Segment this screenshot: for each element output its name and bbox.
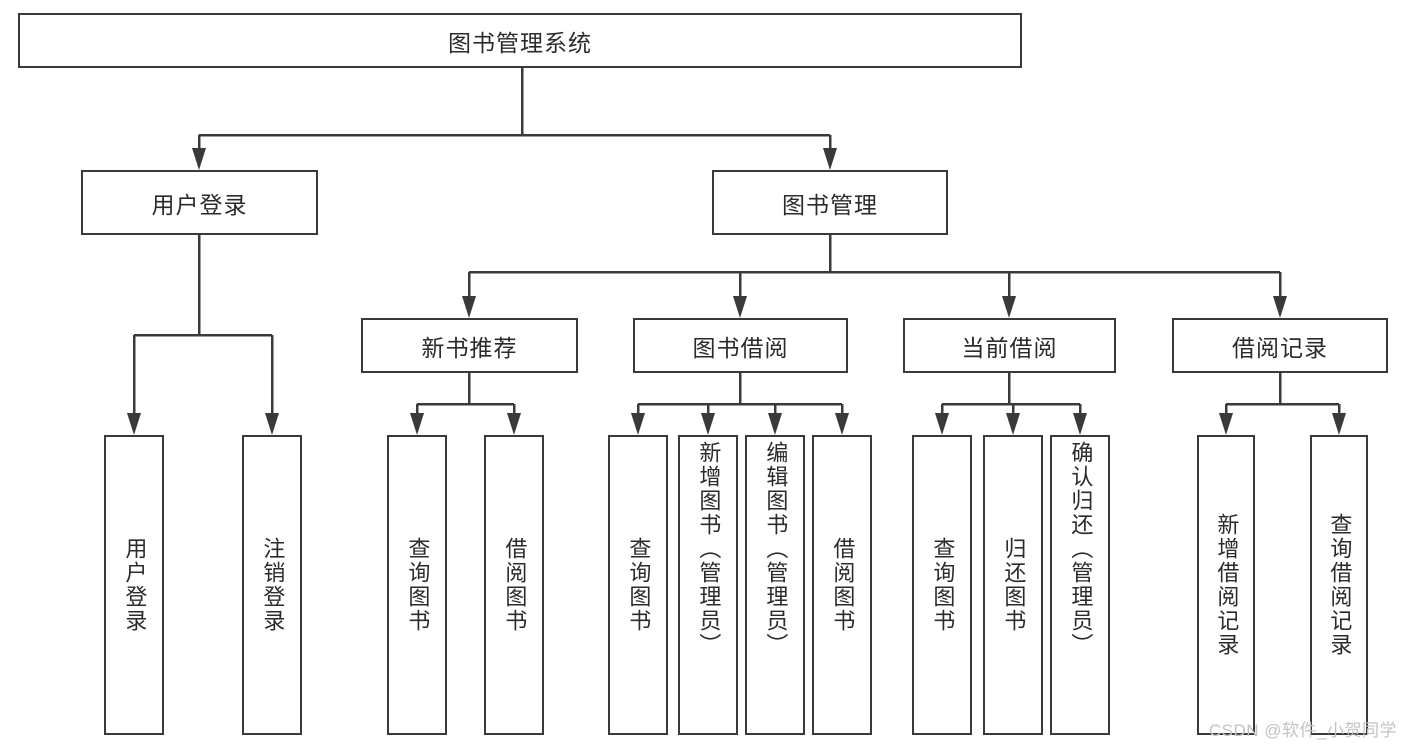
node-label: 图书管理系统 [448,29,592,56]
node-leaf-query-book-3[interactable]: 查询图书 [912,435,972,735]
node-leaf-query-book-2[interactable]: 查询图书 [608,435,668,735]
node-leaf-edit-book[interactable]: 编辑图书（管理员） [745,435,805,735]
connector-conn-bookmgmt [462,235,1287,318]
connector-conn-newbook [410,373,521,435]
node-label: 查询图书 [626,537,652,633]
node-label: 借阅图书 [502,537,528,633]
node-leaf-borrow-book-1[interactable]: 借阅图书 [484,435,544,735]
connector-conn-borrow [631,373,849,435]
node-leaf-add-book[interactable]: 新增图书（管理员） [678,435,738,735]
node-leaf-query-book-1[interactable]: 查询图书 [387,435,447,735]
node-label: 新书推荐 [421,334,518,361]
connector-conn-login [127,235,279,435]
node-label: 查询图书 [930,537,956,633]
node-leaf-logout[interactable]: 注销登录 [242,435,302,735]
node-label: 新增图书（管理员） [696,441,722,657]
node-label: 用户登录 [151,191,248,218]
node-label: 借阅记录 [1232,334,1328,361]
node-label: 新增借阅记录 [1214,513,1240,657]
node-leaf-user-login[interactable]: 用户登录 [104,435,164,735]
node-leaf-add-record[interactable]: 新增借阅记录 [1197,435,1255,735]
node-leaf-borrow-book-2[interactable]: 借阅图书 [812,435,872,735]
node-newbook[interactable]: 新书推荐 [361,318,578,373]
node-label: 查询借阅记录 [1327,513,1353,657]
node-borrow[interactable]: 图书借阅 [633,318,848,373]
node-label: 借阅图书 [830,537,856,633]
node-leaf-confirm-return[interactable]: 确认归还（管理员） [1050,435,1110,735]
node-root[interactable]: 图书管理系统 [18,13,1022,68]
node-label: 注销登录 [260,537,286,633]
node-records[interactable]: 借阅记录 [1172,318,1388,373]
node-label: 图书管理 [782,191,878,218]
node-label: 图书借阅 [692,334,789,361]
watermark-text: CSDN @软件_小贺同学 [1208,721,1397,740]
node-label: 用户登录 [122,537,148,633]
node-leaf-return-book[interactable]: 归还图书 [983,435,1043,735]
connector-conn-current [935,373,1087,435]
node-label: 编辑图书（管理员） [763,441,789,657]
node-bookmgmt[interactable]: 图书管理 [712,170,948,235]
node-label: 归还图书 [1001,537,1027,633]
connector-conn-records [1219,373,1346,435]
node-current[interactable]: 当前借阅 [903,318,1116,373]
node-label: 确认归还（管理员） [1068,441,1094,657]
node-label: 当前借阅 [961,334,1058,361]
node-label: 查询图书 [405,537,431,633]
connector-conn-root [192,68,837,170]
node-leaf-query-record[interactable]: 查询借阅记录 [1310,435,1368,735]
node-login[interactable]: 用户登录 [81,170,318,235]
